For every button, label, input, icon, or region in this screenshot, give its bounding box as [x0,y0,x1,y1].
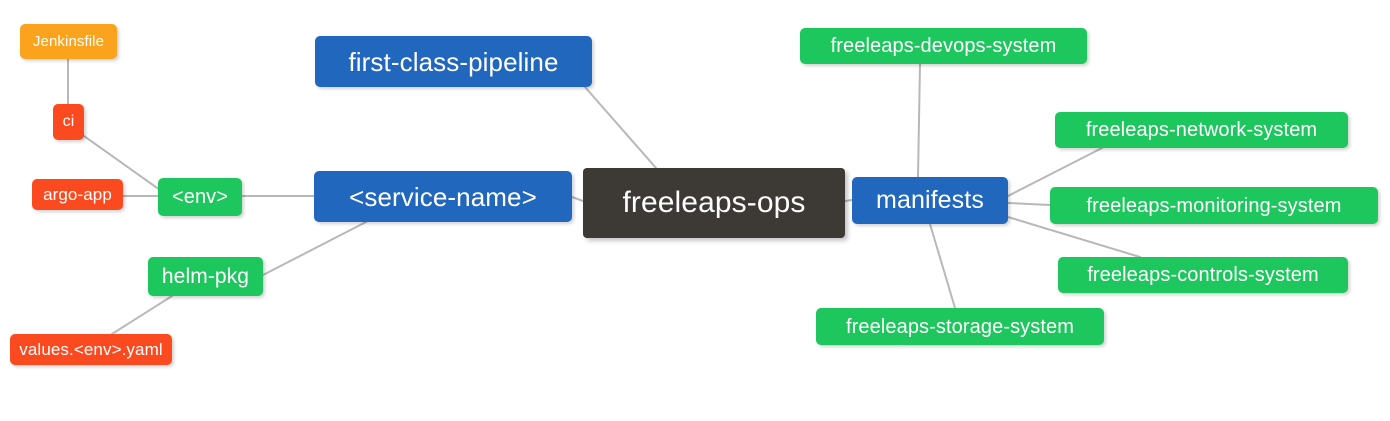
node-freeleaps-storage-system[interactable]: freeleaps-storage-system [816,308,1104,345]
edge-ops-first-class-pipeline [584,86,657,169]
edge-ops-service-name [571,196,584,202]
node-service-name[interactable]: <service-name> [314,171,572,222]
node-manifests[interactable]: manifests [852,177,1008,224]
node-freeleaps-devops-system[interactable]: freeleaps-devops-system [800,28,1087,64]
node-values-env-yaml[interactable]: values.<env>.yaml [10,334,172,365]
edge-service-name-helm-pkg [262,221,367,276]
node-freeleaps-network-system[interactable]: freeleaps-network-system [1055,112,1348,148]
node-ci[interactable]: ci [53,104,84,140]
node-env[interactable]: <env> [158,178,242,216]
edge-manifests-monitoring [1007,202,1051,206]
edge-manifests-storage [929,223,956,309]
node-helm-pkg[interactable]: helm-pkg [148,257,263,296]
node-argo-app[interactable]: argo-app [32,179,123,210]
edge-helm-pkg-values [111,295,173,335]
node-first-class-pipeline[interactable]: first-class-pipeline [315,36,592,87]
node-freeleaps-monitoring-system[interactable]: freeleaps-monitoring-system [1050,187,1378,224]
edge-manifests-devops [917,63,921,178]
edge-ops-manifests [844,199,853,202]
node-freeleaps-ops[interactable]: freeleaps-ops [583,168,845,238]
node-freeleaps-controls-system[interactable]: freeleaps-controls-system [1058,257,1348,293]
node-jenkinsfile[interactable]: Jenkinsfile [20,24,117,59]
